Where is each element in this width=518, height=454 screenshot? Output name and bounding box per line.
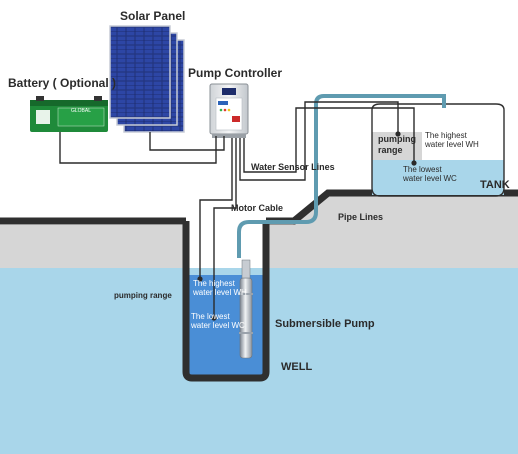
submersible-pump [239,259,253,359]
well-lowest-level-line2: water level WC [191,321,245,330]
tank-lowest-level-line2: water level WC [403,174,457,183]
well-lowest-level-line1: The lowest [191,312,230,321]
water-sensor-lines-label: Water Sensor Lines [251,162,335,172]
well-highest-level-line1: The highest [193,279,235,288]
tank-label: TANK [480,179,510,191]
pumping-range-tank-label: pumping range [378,134,416,155]
tank-air [372,110,504,132]
tank-highest-level-line1: The highest [425,131,467,140]
tank-water [372,160,504,195]
tank-outline [371,103,505,197]
ground-layer-right [268,196,518,268]
well-label: WELL [281,361,313,373]
tank-highest-level-line2: water level WH [425,140,479,149]
ground-layer [0,225,183,268]
motor-cable-label: Motor Cable [231,203,284,213]
level-markers [197,131,417,321]
pipe-line [237,94,446,258]
solar-panel [109,25,185,133]
submersible-pump-label: Submersible Pump [275,318,375,330]
pipe-lines-label: Pipe Lines [338,212,384,222]
pumping-range-well-label: pumping range [114,291,172,300]
battery-label: Battery ( Optional ) [8,76,117,90]
well-water [186,275,266,377]
tank-lowest-level-line1: The lowest [403,165,442,174]
well-wall [182,221,270,382]
pump-controller [209,83,249,138]
pump-controller-label: Pump Controller [188,66,283,80]
well-highest-level-line2: water level WH [193,288,247,297]
solar-panel-label: Solar Panel [120,9,186,23]
battery [30,96,108,132]
battery-brand-logo: GLOBAL [71,108,91,114]
wiring [59,101,415,317]
